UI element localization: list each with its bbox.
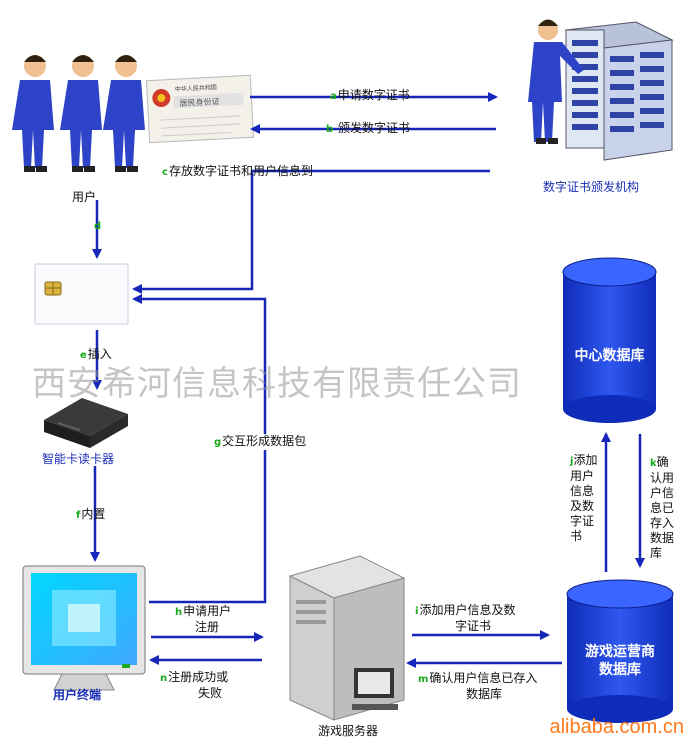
edge-f-text: 内置 <box>81 507 106 521</box>
terminal-label: 用户终端 <box>53 688 102 702</box>
central-db-label: 中心数据库 <box>574 348 645 364</box>
edge-f-key: f <box>76 510 81 521</box>
person-icon <box>103 55 145 172</box>
edge-m-text-1: 确认用户信息已存入 <box>429 671 538 685</box>
edge-h-key: h <box>175 607 183 618</box>
id-card-header: 中华人民共和国 <box>175 83 217 93</box>
edge-k-key: k <box>650 458 657 469</box>
edge-c-key: c <box>162 167 168 178</box>
edge-a-key: a <box>330 91 337 102</box>
terminal-monitor-icon <box>22 565 146 691</box>
edge-g-text: 交互形成数据包 <box>222 434 307 448</box>
edge-a-text: 申请数字证书 <box>337 88 410 102</box>
edge-i-text-2: 字证书 <box>455 619 492 633</box>
edge-j-text: 添加用户信息及数字证书 <box>570 453 598 543</box>
person-icon <box>60 55 102 172</box>
ca-label: 数字证书颁发机构 <box>543 180 640 194</box>
edge-j-label: j添加用户信息及数字证书 <box>570 453 602 544</box>
edge-k-text: 确认用户信息已存入数据库 <box>650 455 675 560</box>
edge-n-key: n <box>160 673 168 684</box>
edge-c-text: 存放数字证书和用户信息到 <box>168 164 313 178</box>
central-database <box>562 257 657 423</box>
edge-g-label: g交互形成数据包 <box>214 434 307 450</box>
ca-person-icon <box>528 19 584 144</box>
edge-e-label: e插入 <box>80 347 112 363</box>
brand-watermark: alibaba.com.cn <box>549 716 684 738</box>
edge-d-label: d <box>94 218 102 234</box>
edge-n-text-2: 失败 <box>198 686 223 700</box>
edge-e-key: e <box>80 350 87 361</box>
edge-c-label: c存放数字证书和用户信息到 <box>162 164 313 180</box>
edge-b-label: b 颁发数字证书 <box>326 121 410 137</box>
edge-n-text-1: 注册成功或 <box>168 670 229 684</box>
edge-i-label: i添加用户信息及数 字证书 <box>415 603 515 634</box>
card-reader-icon <box>44 398 128 448</box>
game-server-icon <box>288 555 406 721</box>
ca-servers <box>564 21 674 161</box>
edge-n-label: n注册成功或 失败 <box>160 670 228 701</box>
user-label: 用户 <box>72 190 97 204</box>
edge-f-label: f内置 <box>76 507 105 523</box>
edge-i-text-1: 添加用户信息及数 <box>419 603 516 617</box>
edge-g-key: g <box>214 437 222 448</box>
reader-label: 智能卡读卡器 <box>42 452 115 466</box>
edge-j-key: j <box>570 456 574 467</box>
watermark-text: 西安希河信息科技有限责任公司 <box>32 364 522 404</box>
id-card-title: 居民身份证 <box>179 96 219 108</box>
edge-m-label: m确认用户信息已存入 数据库 <box>418 671 537 702</box>
edge-e-text: 插入 <box>87 347 112 361</box>
edge-d-key: d <box>94 221 102 232</box>
edge-b-text: 颁发数字证书 <box>338 121 411 135</box>
users-group <box>12 55 145 172</box>
edge-h-text-1: 申请用户 <box>183 604 232 618</box>
edge-a-label: a申请数字证书 <box>330 88 410 104</box>
operator-database <box>566 579 674 723</box>
edge-k-label: k确认用户信息已存入数据库 <box>650 455 680 561</box>
operator-db-label-line2: 数据库 <box>599 662 641 678</box>
edge-g-arrow <box>132 294 267 604</box>
person-icon <box>12 55 54 172</box>
server-label: 游戏服务器 <box>318 724 379 738</box>
edge-h-label: h申请用户 注册 <box>175 604 231 635</box>
edge-b-key: b <box>326 124 334 135</box>
smart-card <box>34 263 129 325</box>
edge-h-text-2: 注册 <box>195 620 220 634</box>
operator-db-label: 游戏运营商 数据库 <box>567 643 673 679</box>
id-card: 中华人民共和国 居民身份证 <box>145 74 255 144</box>
edge-c-arrow <box>132 169 490 294</box>
operator-db-label-line1: 游戏运营商 <box>585 644 655 660</box>
edge-i-key: i <box>415 606 419 617</box>
edge-m-text-2: 数据库 <box>466 687 503 701</box>
edge-m-key: m <box>418 674 429 685</box>
